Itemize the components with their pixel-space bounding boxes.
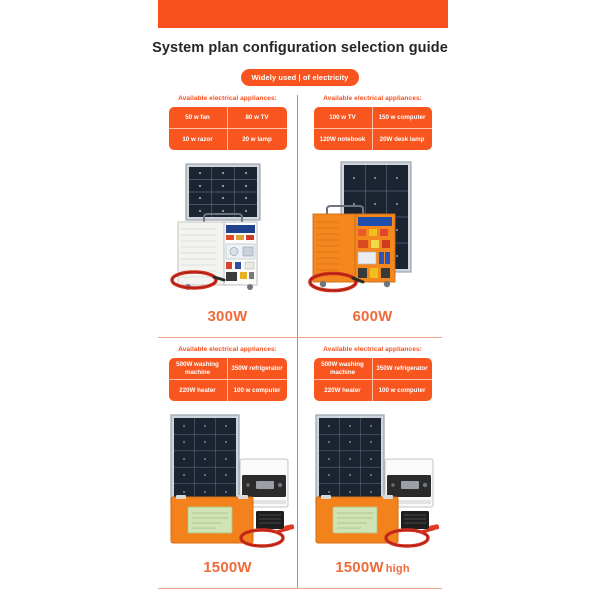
- plans-grid: Available electrical appliances: 50 w fa…: [158, 95, 442, 589]
- wattage-value: 1500W: [335, 559, 384, 576]
- wattage-value: 1500W: [203, 559, 252, 576]
- appliance-cell: 150 w computer: [372, 107, 432, 129]
- product-image-1500w-high: [303, 407, 442, 557]
- table-row: 500W washing machine 350W refrigerator: [168, 358, 287, 380]
- appliances-heading: Available electrical appliances:: [178, 346, 277, 353]
- header-orange-bar: [158, 0, 448, 28]
- wattage-suffix: high: [385, 563, 410, 575]
- battery-icon: [170, 495, 254, 544]
- wattage-value: 300W: [207, 308, 248, 325]
- badge-container: Widely used | of electricity: [0, 67, 600, 86]
- table-row: 220W heater 100 w computer: [169, 380, 287, 401]
- plan-panel-300w[interactable]: Available electrical appliances: 50 w fa…: [158, 95, 297, 337]
- wattage-label-1500w: 1500W: [158, 559, 297, 576]
- white-generator-illustration: [170, 163, 261, 290]
- appliance-cell: 120W notebook: [314, 129, 373, 150]
- red-cable-icon: [384, 524, 440, 548]
- appliances-table: 50 w fan 80 w TV 10 w razor 20 w lamp: [168, 107, 287, 150]
- appliance-cell: 80 w TV: [227, 107, 287, 129]
- solar-kit-illustration: [315, 414, 440, 548]
- vertical-divider: [297, 95, 298, 589]
- appliances-heading: Available electrical appliances:: [323, 95, 422, 102]
- appliance-cell: 500W washing machine: [313, 358, 373, 380]
- wattage-label-600w: 600W: [303, 308, 442, 325]
- product-image-1500w: [158, 407, 297, 557]
- solar-panel-icon: [170, 414, 240, 504]
- appliance-cell: 500W washing machine: [168, 358, 228, 380]
- solar-panel-icon: [315, 414, 385, 504]
- red-cable-icon: [308, 271, 358, 293]
- appliance-cell: 100 w computer: [378, 386, 426, 394]
- table-row: 50 w fan 80 w TV: [168, 107, 287, 129]
- status-badge: Widely used | of electricity: [240, 69, 360, 86]
- appliances-table: 100 w TV 150 w computer 120W notebook 20…: [313, 107, 432, 150]
- orange-generator-illustration: [308, 161, 412, 293]
- appliance-cell: 220W heater: [169, 380, 228, 401]
- wattage-value: 600W: [352, 308, 393, 325]
- inverter-icon: [239, 458, 289, 508]
- table-row: 100 w TV 150 w computer: [313, 107, 432, 129]
- appliance-cell: 350W refrigerator: [227, 358, 287, 380]
- horizontal-divider-bottom: [158, 588, 442, 589]
- appliance-cell: 20 w lamp: [242, 135, 272, 143]
- appliance-cell: 10 w razor: [169, 129, 228, 150]
- appliance-cell: 220W heater: [314, 380, 373, 401]
- appliance-cell: 350W refrigerator: [372, 358, 432, 380]
- appliances-table: 500W washing machine 350W refrigerator 2…: [168, 358, 287, 401]
- product-image-600w: [303, 156, 442, 306]
- table-row: 10 w razor 20 w lamp: [169, 129, 287, 150]
- page-title: System plan configuration selection guid…: [152, 40, 448, 56]
- table-row: 220W heater 100 w computer: [314, 380, 432, 401]
- appliance-cell: 50 w fan: [168, 107, 228, 129]
- inverter-icon: [384, 458, 434, 508]
- appliance-cell: 100 w TV: [313, 107, 373, 129]
- solar-kit-illustration: [170, 414, 295, 548]
- wattage-label-300w: 300W: [158, 308, 297, 325]
- table-row: 500W washing machine 350W refrigerator: [313, 358, 432, 380]
- appliance-cell: 100 w computer: [233, 386, 281, 394]
- product-image-300w: [158, 156, 297, 306]
- battery-icon: [315, 495, 399, 544]
- appliances-heading: Available electrical appliances:: [178, 95, 277, 102]
- appliance-cell: 20W desk lamp: [379, 135, 425, 143]
- table-row: 120W notebook 20W desk lamp: [314, 129, 432, 150]
- appliances-heading: Available electrical appliances:: [323, 346, 422, 353]
- plan-panel-1500w-high[interactable]: Available electrical appliances: 500W wa…: [303, 346, 442, 588]
- appliances-table: 500W washing machine 350W refrigerator 2…: [313, 358, 432, 401]
- plan-panel-600w[interactable]: Available electrical appliances: 100 w T…: [303, 95, 442, 337]
- plan-panel-1500w[interactable]: Available electrical appliances: 500W wa…: [158, 346, 297, 588]
- horizontal-divider-middle: [158, 337, 442, 338]
- solar-panel-icon: [185, 163, 261, 221]
- red-cable-icon: [239, 524, 295, 548]
